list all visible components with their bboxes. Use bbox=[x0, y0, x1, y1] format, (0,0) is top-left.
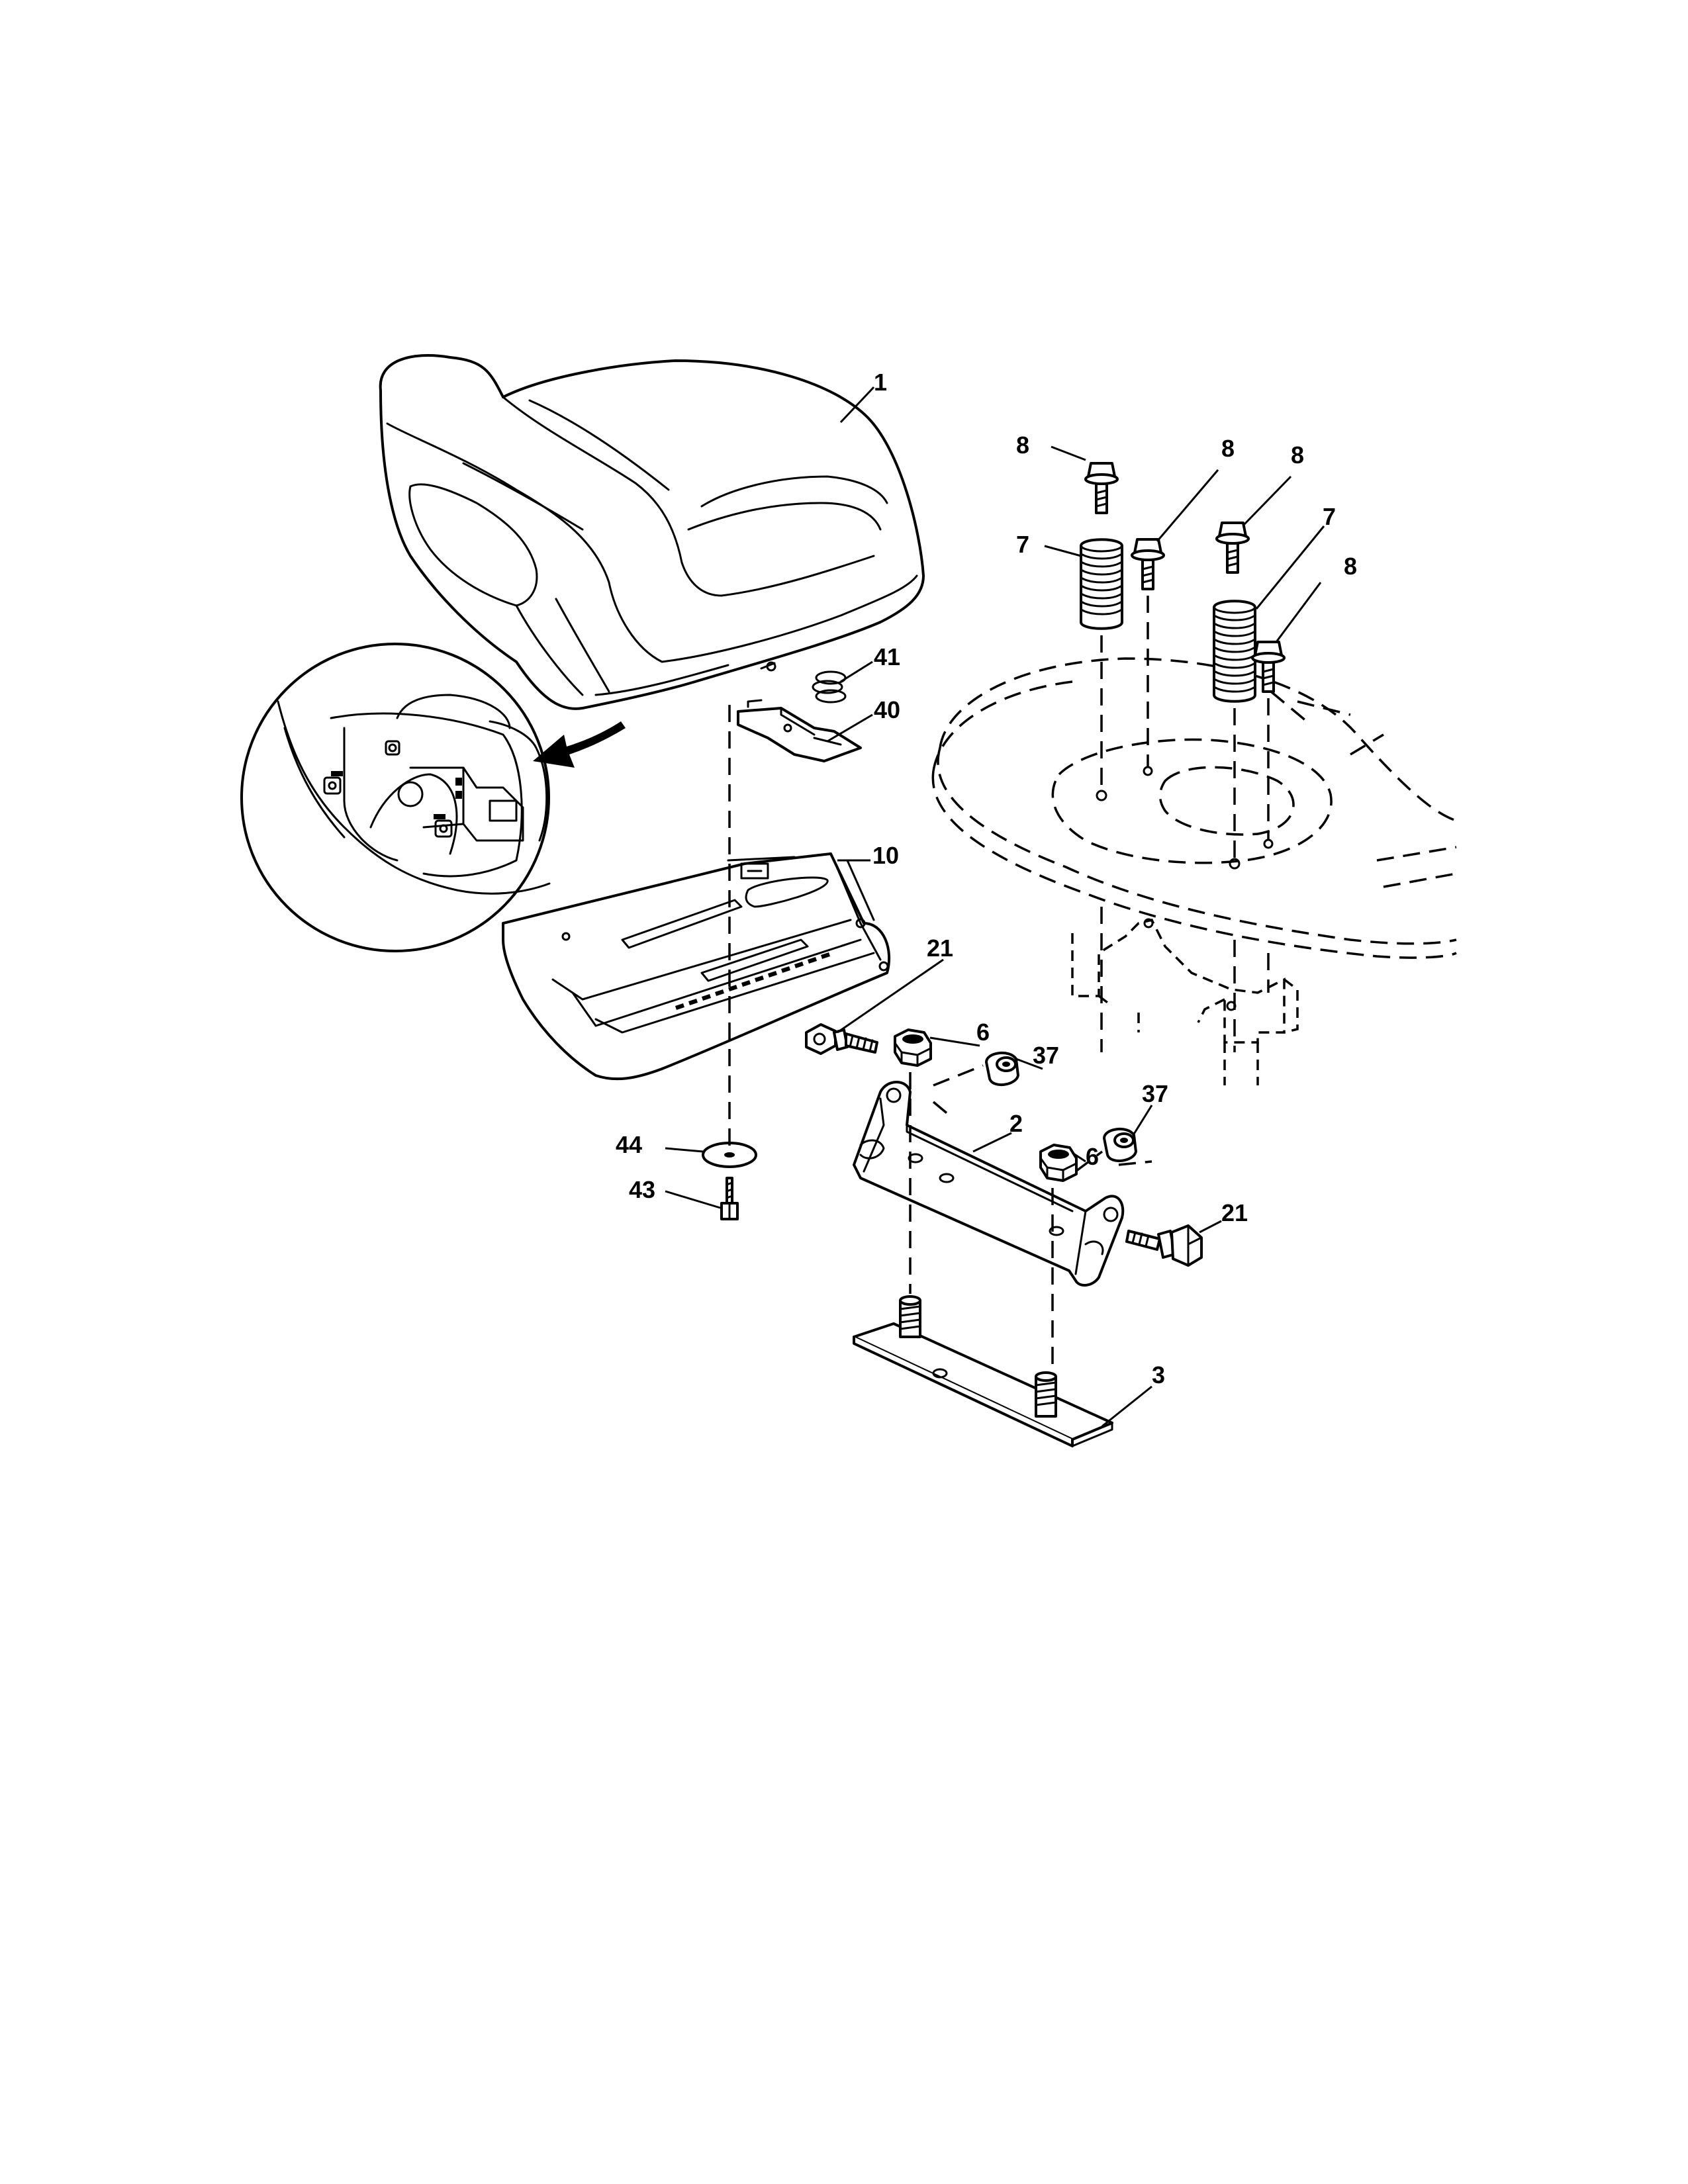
seat-cushion bbox=[379, 354, 925, 710]
callout-37-spacer-right: 37 bbox=[1142, 1080, 1168, 1107]
seat-switch-detail-circle bbox=[240, 643, 551, 952]
assembly-center-lines bbox=[728, 596, 1274, 1370]
bolt-part-2 bbox=[1131, 538, 1165, 590]
spacer-left-part bbox=[985, 1051, 1019, 1087]
callout-8-bolt-c: 8 bbox=[1291, 441, 1304, 469]
callout-41-small-spring: 41 bbox=[874, 643, 900, 670]
callout-6-nut-right: 6 bbox=[1086, 1143, 1099, 1170]
shoulder-bolt-left-part bbox=[805, 1023, 878, 1055]
seat-pan-part bbox=[502, 852, 891, 1081]
leader-lines bbox=[665, 386, 1325, 1428]
callout-3-mount-plate: 3 bbox=[1152, 1361, 1165, 1388]
bolt-part-3 bbox=[1215, 522, 1250, 574]
detail-arrow bbox=[533, 721, 626, 768]
callout-8-bolt-a: 8 bbox=[1016, 432, 1029, 459]
callout-6-nut-left: 6 bbox=[976, 1019, 990, 1046]
nut-left-part bbox=[894, 1028, 932, 1067]
callout-21-shoulder-bolt-left: 21 bbox=[927, 934, 953, 962]
callout-2-pivot-bracket: 2 bbox=[1009, 1110, 1023, 1137]
pivot-bracket-part bbox=[853, 1081, 1125, 1287]
spring-left-part bbox=[1080, 538, 1123, 630]
screw-part bbox=[720, 1177, 739, 1220]
mount-plate-part bbox=[853, 1295, 1113, 1447]
mount-stud-left bbox=[899, 1295, 921, 1338]
nut-right-part bbox=[1039, 1144, 1078, 1182]
small-spring-part bbox=[812, 670, 847, 704]
washer-part bbox=[702, 1142, 757, 1168]
callout-8-bolt-b: 8 bbox=[1221, 435, 1235, 462]
callout-8-bolt-d: 8 bbox=[1344, 553, 1357, 580]
callout-21-shoulder-bolt-right: 21 bbox=[1221, 1199, 1248, 1226]
callout-43-screw: 43 bbox=[629, 1176, 655, 1203]
callout-1-seat: 1 bbox=[874, 369, 887, 396]
spring-right-part bbox=[1213, 600, 1256, 703]
seat-pan-adjust-slots bbox=[675, 952, 830, 1010]
fender-frame-outline bbox=[931, 657, 1457, 959]
callout-37-spacer-left: 37 bbox=[1033, 1042, 1059, 1069]
switch-bracket-part bbox=[737, 699, 862, 762]
shoulder-bolt-right-part bbox=[1125, 1224, 1203, 1267]
callout-7-spring-right: 7 bbox=[1323, 503, 1336, 530]
bolt-part-1 bbox=[1084, 462, 1119, 514]
callout-44-washer: 44 bbox=[616, 1131, 642, 1158]
callout-40-switch-bracket: 40 bbox=[874, 696, 900, 723]
callout-7-spring-left: 7 bbox=[1016, 531, 1029, 558]
callout-10-seat-pan: 10 bbox=[872, 842, 899, 869]
mount-stud-right bbox=[1035, 1371, 1057, 1418]
frame-bracket-hidden bbox=[1071, 918, 1299, 1085]
callout-labels: 1 8 8 8 8 7 7 41 40 10 21 6 37 2 6 37 21… bbox=[616, 369, 1357, 1388]
spacer-right-part bbox=[1103, 1127, 1137, 1163]
bolt-part-4 bbox=[1251, 641, 1286, 693]
